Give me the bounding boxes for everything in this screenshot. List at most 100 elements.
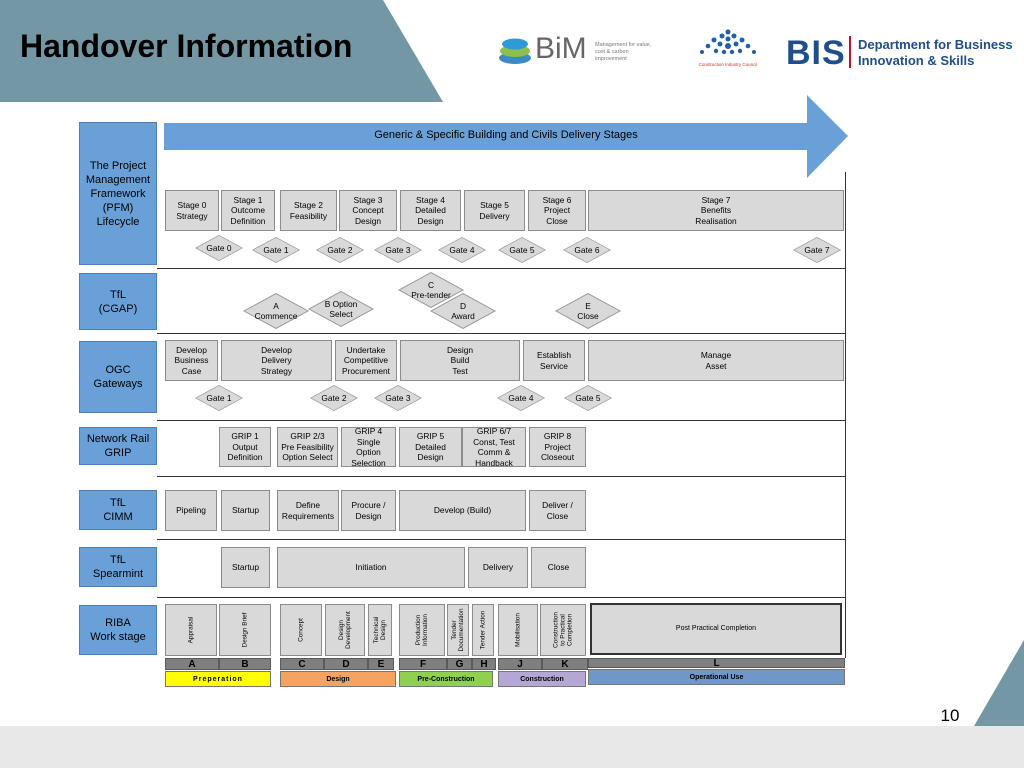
riba-letter: C bbox=[280, 658, 324, 670]
pfm-gate-label: Gate 6 bbox=[574, 245, 600, 255]
spearmint-stage: Initiation bbox=[277, 547, 465, 588]
grip-stage: GRIP 8 Project Closeout bbox=[529, 427, 586, 467]
riba-letter: A bbox=[165, 658, 219, 670]
riba-letter: L bbox=[588, 658, 845, 669]
pfm-gate-label: Gate 2 bbox=[327, 245, 353, 255]
bis-logo: BIS Department for Business Innovation &… bbox=[786, 34, 1018, 74]
row-label-grip: Network Rail GRIP bbox=[79, 427, 157, 465]
pfm-gate-diamond: Gate 6 bbox=[563, 237, 611, 263]
bim-wordmark: BiM bbox=[535, 32, 587, 65]
riba-stage: Post Practical Completion bbox=[590, 603, 842, 655]
riba-stage: Concept bbox=[280, 604, 322, 656]
phase-preparation: Preperation bbox=[165, 671, 271, 687]
cimm-stage: Deliver / Close bbox=[529, 490, 586, 531]
row-divider bbox=[157, 539, 846, 540]
cic-name: Construction Industry Council bbox=[698, 62, 758, 67]
ogc-stage: Develop Delivery Strategy bbox=[221, 340, 332, 381]
bis-wordmark: BIS bbox=[786, 34, 846, 72]
pfm-gate-diamond: Gate 3 bbox=[374, 237, 422, 263]
row-divider bbox=[157, 268, 846, 269]
ogc-stage: Undertake Competitive Procurement bbox=[335, 340, 397, 381]
riba-stage-label: Design Development bbox=[338, 611, 352, 649]
phase-construction: Construction bbox=[498, 671, 586, 687]
ogc-stage: Manage Asset bbox=[588, 340, 844, 381]
grip-stage: GRIP 5 Detailed Design bbox=[399, 427, 462, 467]
riba-stage-label: Construction to Practical Completion bbox=[552, 612, 574, 648]
pfm-gate-label: Gate 5 bbox=[509, 245, 535, 255]
cimm-stage: Develop (Build) bbox=[399, 490, 526, 531]
riba-letter: F bbox=[399, 658, 447, 670]
grip-stage: GRIP 4 Single Option Selection bbox=[341, 427, 396, 467]
grip-stage: GRIP 6/7 Const, Test Comm & Handback bbox=[462, 427, 526, 467]
ogc-gate-diamond: Gate 5 bbox=[564, 385, 612, 411]
cgap-gate-diamond: A Commence bbox=[243, 293, 309, 329]
ogc-stage: Develop Business Case bbox=[165, 340, 218, 381]
ogc-gate-label: Gate 4 bbox=[508, 393, 534, 403]
arrow-label: Generic & Specific Building and Civils D… bbox=[374, 129, 638, 141]
bim-logo: BiM Management for value, cost & carbon … bbox=[497, 30, 657, 70]
row-divider bbox=[157, 420, 846, 421]
page-title: Handover Information bbox=[20, 28, 353, 64]
riba-letter: K bbox=[542, 658, 588, 670]
phase-design: Design bbox=[280, 671, 396, 687]
riba-letter: D bbox=[324, 658, 368, 670]
row-divider bbox=[157, 597, 846, 598]
ogc-gate-label: Gate 1 bbox=[206, 393, 232, 403]
ogc-stage: Design Build Test bbox=[400, 340, 520, 381]
pfm-stage: Stage 6 Project Close bbox=[528, 190, 586, 231]
ogc-gate-diamond: Gate 1 bbox=[195, 385, 243, 411]
pfm-stage: Stage 3 Concept Design bbox=[339, 190, 397, 231]
pfm-gate-diamond: Gate 2 bbox=[316, 237, 364, 263]
riba-stage-label: Technical Design bbox=[373, 616, 387, 644]
phase-operational-use: Operational Use bbox=[588, 669, 845, 685]
cic-logo: Construction Industry Council bbox=[694, 26, 762, 72]
row-divider bbox=[157, 476, 846, 477]
riba-stage-label: Tender Action bbox=[479, 610, 487, 650]
cimm-stage: Pipeling bbox=[165, 490, 217, 531]
title-band bbox=[0, 0, 443, 102]
footer-band bbox=[0, 726, 1024, 768]
spearmint-stage: Delivery bbox=[468, 547, 528, 588]
spearmint-stage: Startup bbox=[221, 547, 270, 588]
row-divider bbox=[157, 333, 846, 334]
pfm-gate-label: Gate 1 bbox=[263, 245, 289, 255]
ogc-gate-label: Gate 5 bbox=[575, 393, 601, 403]
riba-stage-label: Tender Documentation bbox=[451, 608, 465, 652]
row-label-ogc: OGC Gateways bbox=[79, 341, 157, 413]
riba-stage-label: Concept bbox=[297, 618, 305, 642]
riba-letter: E bbox=[368, 658, 394, 670]
ogc-gate-label: Gate 3 bbox=[385, 393, 411, 403]
riba-letter: B bbox=[219, 658, 271, 670]
riba-stage: Production Information bbox=[399, 604, 445, 656]
row-label-pfm: The Project Management Framework (PFM) L… bbox=[79, 122, 157, 265]
riba-stage: Construction to Practical Completion bbox=[540, 604, 586, 656]
cimm-stage: Define Requirements bbox=[277, 490, 339, 531]
pfm-stage: Stage 0 Strategy bbox=[165, 190, 219, 231]
riba-stage: Tender Action bbox=[472, 604, 494, 656]
grip-stage: GRIP 2/3 Pre Feasibility Option Select bbox=[277, 427, 338, 467]
bim-layers-icon bbox=[499, 38, 531, 64]
grip-stage: GRIP 1 Output Definition bbox=[219, 427, 271, 467]
pfm-gate-label: Gate 3 bbox=[385, 245, 411, 255]
row-label-riba: RIBA Work stage bbox=[79, 605, 157, 655]
pfm-gate-label: Gate 4 bbox=[449, 245, 475, 255]
spearmint-stage: Close bbox=[531, 547, 586, 588]
riba-stage-label: Mobilisation bbox=[514, 613, 522, 647]
cgap-gate-label: C Pre-tender bbox=[411, 280, 451, 300]
cgap-gate-diamond: C Pre-tender bbox=[398, 272, 464, 308]
cgap-gate-label: B Option Select bbox=[324, 299, 358, 319]
pfm-gate-diamond: Gate 4 bbox=[438, 237, 486, 263]
corner-triangle bbox=[974, 640, 1024, 726]
cimm-stage: Procure / Design bbox=[341, 490, 396, 531]
riba-stage: Design Development bbox=[325, 604, 365, 656]
pfm-gate-diamond: Gate 5 bbox=[498, 237, 546, 263]
pfm-gate-diamond: Gate 7 bbox=[793, 237, 841, 263]
pfm-stage: Stage 5 Delivery bbox=[464, 190, 525, 231]
ogc-stage: Establish Service bbox=[523, 340, 585, 381]
cic-emblem-icon bbox=[700, 29, 756, 55]
riba-stage-label: Appraisal bbox=[187, 616, 195, 644]
pfm-gate-label: Gate 7 bbox=[804, 245, 830, 255]
cimm-stage: Startup bbox=[221, 490, 270, 531]
riba-stage: Tender Documentation bbox=[447, 604, 469, 656]
pfm-stage: Stage 7 Benefits Realisation bbox=[588, 190, 844, 231]
